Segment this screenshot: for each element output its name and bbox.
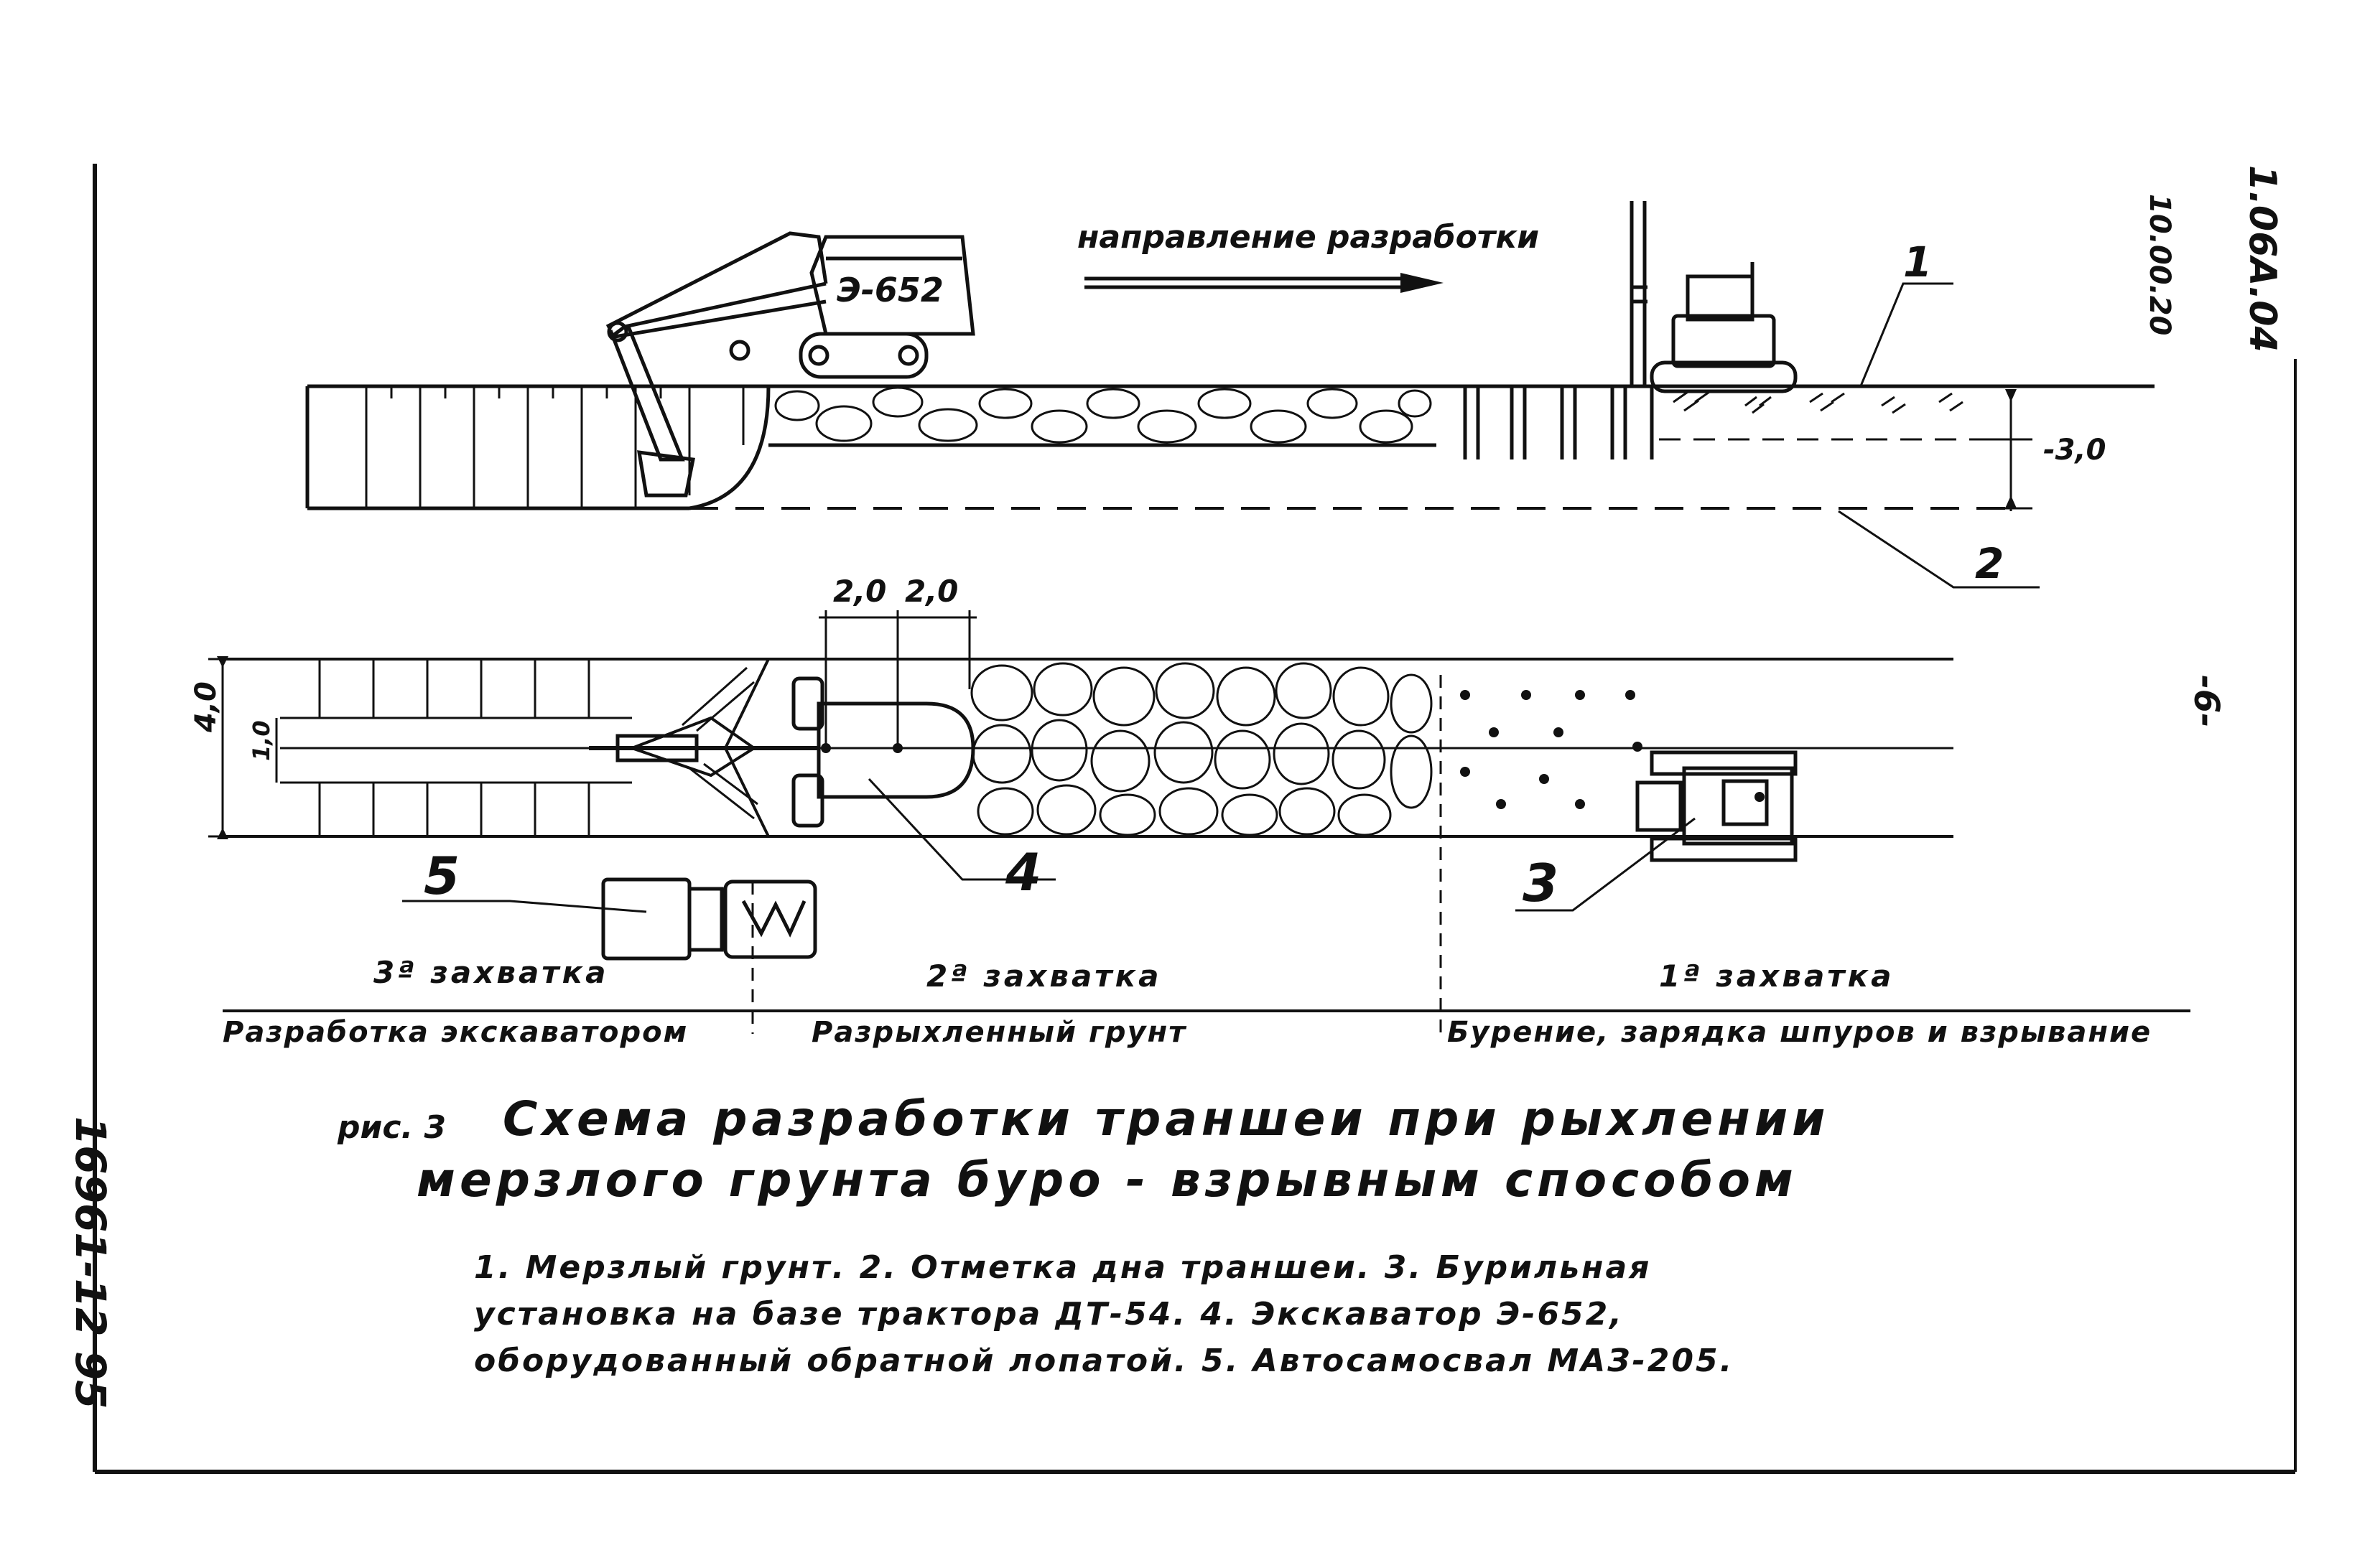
zone-3-title: 3ª захватка — [373, 955, 609, 990]
frozen-soil-hatch — [1673, 391, 1963, 414]
page-mark: -6- — [2186, 675, 2226, 728]
dump-truck-body — [601, 877, 692, 961]
excavator-arm — [608, 326, 685, 462]
inner-width-label: 1,0 — [248, 720, 275, 761]
loosened-rock-section — [774, 386, 1432, 444]
tractor-body — [1671, 314, 1776, 368]
excavation-face — [689, 386, 771, 510]
direction-label: направление разработки — [1077, 219, 1539, 256]
callout-5-leader — [402, 900, 647, 913]
callout-2-leader — [1838, 510, 2040, 589]
caption-prefix: рис. 3 — [338, 1109, 447, 1146]
excavator-bucket — [636, 450, 695, 498]
drill-rig-side — [1630, 201, 1798, 393]
legend-line-3: оборудованный обратной лопатой. 5. Автос… — [474, 1343, 1734, 1379]
drill-hole-dots — [1460, 690, 1642, 809]
tractor-cab — [1686, 274, 1754, 322]
callout-4-leader — [868, 778, 1056, 881]
drill-rig-plan — [1635, 750, 1798, 862]
zone-1-description: Бурение, зарядка шпуров и взрывание — [1447, 1016, 2152, 1049]
zone-1-title: 1ª захватка — [1659, 958, 1895, 994]
excavator-side — [605, 231, 975, 498]
drill-rig-body — [1682, 766, 1794, 846]
sheet-code: 1.06А.04 — [2241, 165, 2284, 353]
excavator-label: Э-652 — [837, 271, 944, 309]
zone-2-description: Разрыхленный грунт — [812, 1016, 1187, 1049]
excavator-tracks — [799, 332, 929, 379]
excavator-boom — [609, 281, 827, 340]
caption-line-2: мерзлого грунта буро - взрывным способом — [417, 1152, 1798, 1208]
tractor-tracks — [1650, 360, 1798, 393]
excavator-cab — [809, 235, 975, 336]
callout-5-number: 5 — [424, 846, 460, 906]
callout-4-number: 4 — [1005, 842, 1041, 902]
legend-line-2: установка на базе трактора ДТ-54. 4. Экс… — [474, 1296, 1625, 1333]
callout-3-leader — [1515, 817, 1696, 912]
width-label: 4,0 — [190, 681, 223, 733]
callout-1-number: 1 — [1903, 238, 1932, 286]
excavator-plan-track-bottom — [791, 773, 824, 828]
drill-rig-track-bottom — [1650, 836, 1798, 862]
drill-holes-section — [1463, 386, 1654, 459]
plan-excavated-hatch — [318, 659, 590, 836]
loosened-rock-plan — [970, 662, 1433, 836]
drill-rig-track-top — [1650, 750, 1798, 776]
dim-a-label: 2,0 — [833, 574, 886, 609]
section-view: Э-652 направление разработки -3,0 1 2 — [305, 201, 2155, 589]
callout-2-number: 2 — [1975, 539, 2004, 588]
dump-truck-cab — [723, 879, 817, 959]
dim-b-label: 2,0 — [905, 574, 958, 609]
zone-3-description: Разработка экскаватором — [223, 1016, 689, 1049]
legend-line-1: 1. Мерзлый грунт. 2. Отметка дна траншеи… — [474, 1249, 1652, 1286]
archive-code: 16961-12 95 — [66, 1116, 115, 1409]
plan-view: 2,0 2,0 4,0 1,0 4 3 5 — [190, 574, 2190, 1034]
direction-arrow — [1084, 273, 1444, 293]
callout-3-number: 3 — [1523, 853, 1558, 913]
date-code: 10.00.20 — [2143, 194, 2176, 336]
swing-hatch — [682, 666, 758, 820]
callout-1-leader — [1859, 282, 1953, 388]
zone-2-title: 2ª захватка — [926, 958, 1162, 994]
caption-line-1: Схема разработки траншеи при рыхлении — [503, 1091, 1830, 1147]
depth-label: -3,0 — [2043, 434, 2106, 467]
dump-truck-plan — [601, 877, 817, 961]
